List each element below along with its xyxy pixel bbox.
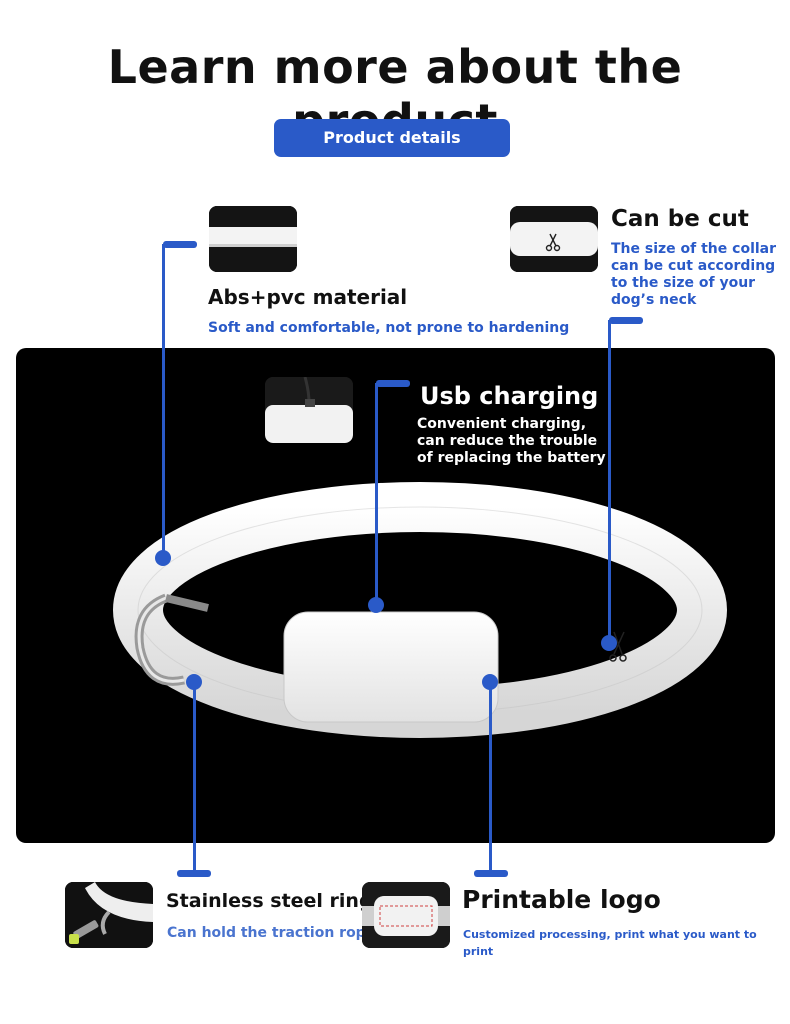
callout-dot [601,635,617,651]
usb-desc-line: can reduce the trouble [417,433,598,449]
cut-thumbnail [510,206,598,272]
cut-desc: The size of the collar can be cut accord… [611,241,776,309]
cut-desc-line: to the size of your [611,275,756,291]
callout-line [193,682,196,874]
ring-thumbnail [65,882,153,948]
usb-title: Usb charging [420,382,599,410]
callout-marker [177,870,211,877]
collar-image [113,482,727,738]
callout-line [608,320,611,642]
callout-marker [609,317,643,324]
logo-title: Printable logo [462,885,661,914]
material-thumbnail [209,206,297,272]
callout-marker [163,241,197,248]
details-badge: Product details breakdown [274,119,510,185]
scissors-icon [545,233,561,252]
callout-dot [155,550,171,566]
usb-desc: Convenient charging, can reduce the trou… [417,416,606,467]
ring-desc: Can hold the traction rope [167,925,376,941]
material-title: Abs+pvc material [208,285,408,309]
cut-title: Can be cut [611,206,749,232]
cut-desc-line: The size of the collar [611,241,777,257]
usb-thumbnail [265,377,353,443]
callout-line [162,244,165,558]
logo-thumbnail [362,882,450,948]
cut-desc-line: can be cut according [611,258,776,274]
callout-marker [474,870,508,877]
logo-desc: Customized processing, print what you wa… [463,928,757,958]
material-desc: Soft and comfortable, not prone to harde… [208,320,570,336]
ring-title: Stainless steel ring [166,890,373,912]
callout-line [375,383,378,605]
callout-line [489,682,492,874]
callout-dot [368,597,384,613]
cut-desc-line: dog’s neck [611,292,697,308]
product-stage [16,348,775,843]
usb-desc-line: Convenient charging, [417,416,587,432]
usb-desc-line: of replacing the battery [417,450,606,466]
callout-marker [376,380,410,387]
